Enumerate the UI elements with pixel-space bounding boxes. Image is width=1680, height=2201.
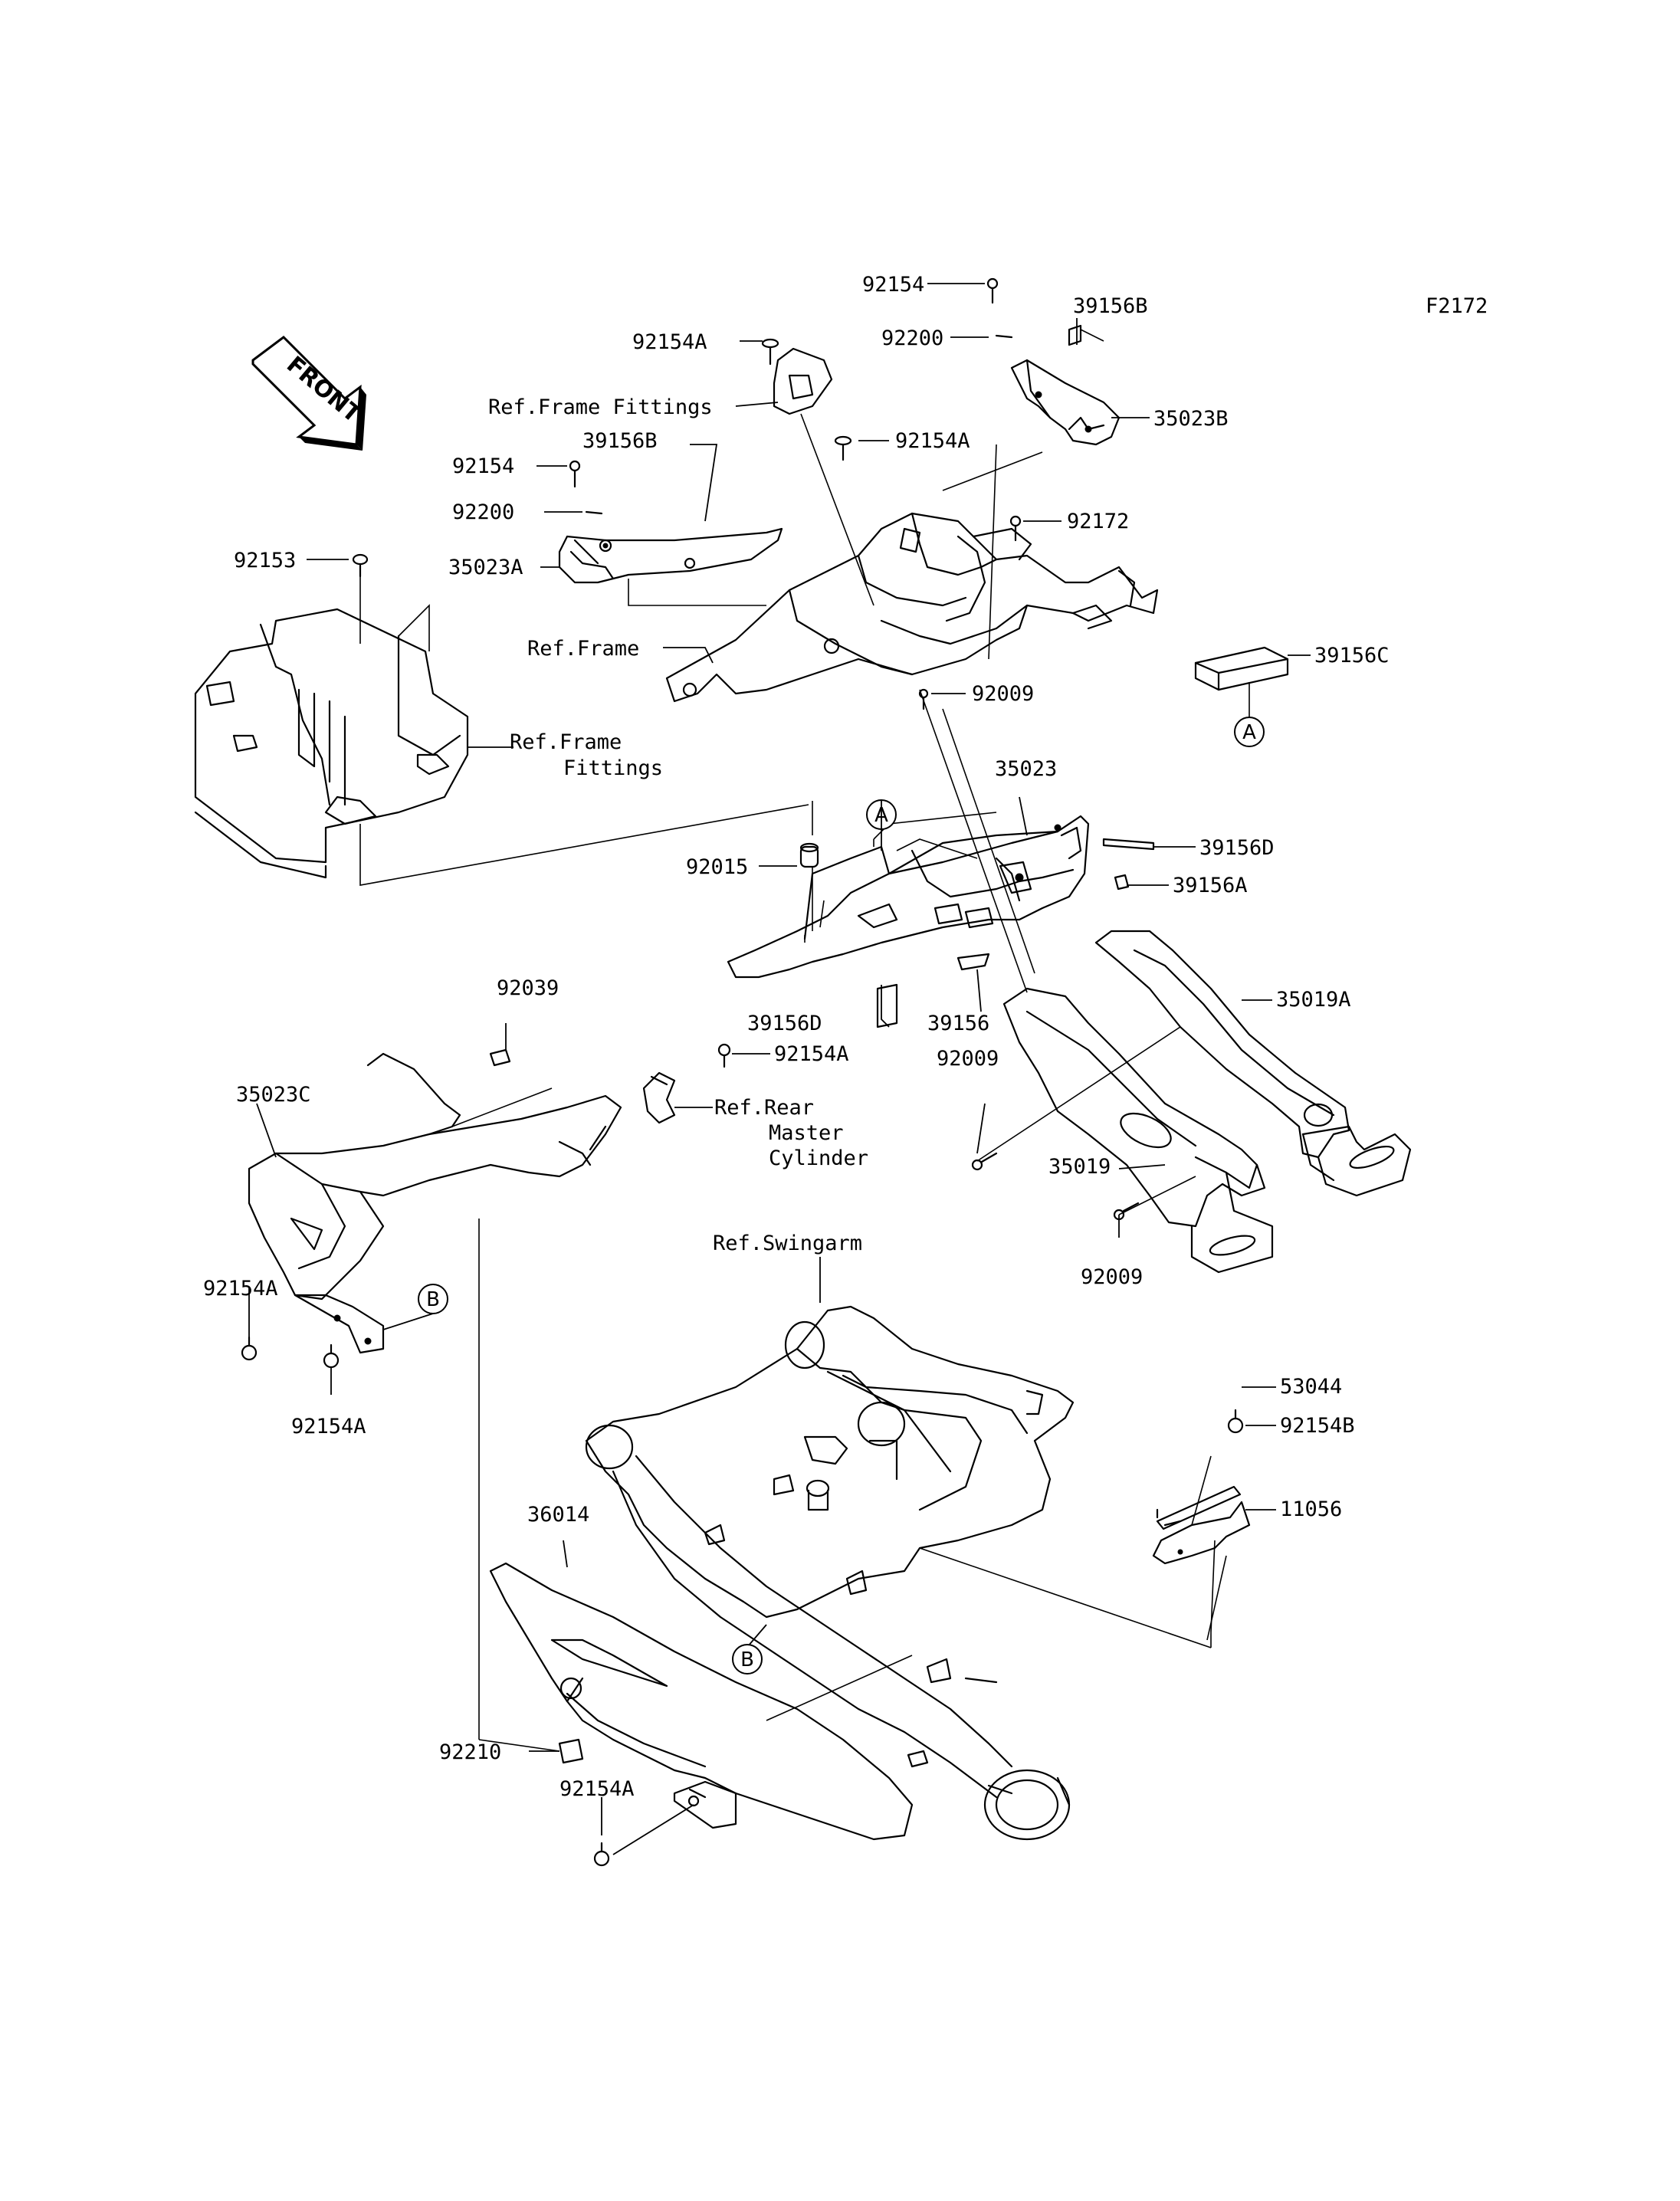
callout-label: Cylinder — [769, 1146, 868, 1170]
callout-label: 92200 — [881, 326, 943, 350]
diagram-code-label: F2172 — [1426, 294, 1488, 318]
seat-cowl-35023-part — [727, 815, 1090, 979]
frame-fittings-part — [194, 571, 809, 886]
callout-label: Fittings — [563, 756, 663, 780]
side-cover-35023A-part — [558, 527, 783, 584]
callout-label: 39156 — [927, 1012, 989, 1035]
screw-icon-04 — [569, 460, 581, 488]
callout-label: 53044 — [1280, 1375, 1342, 1399]
callout-label: 39156D — [1199, 836, 1275, 860]
rear-frame-part — [628, 451, 1159, 703]
callout-label: 92039 — [497, 976, 559, 1000]
callout-label: 35019 — [1048, 1155, 1111, 1179]
callout-label: 92154A — [559, 1777, 635, 1801]
callout-label: 92154A — [895, 429, 970, 453]
callout-label: Ref.Frame Fittings — [488, 395, 713, 419]
reference-marker-a-1: A — [1234, 717, 1265, 747]
callout-label: 39156B — [582, 429, 658, 453]
reference-marker-b-2: B — [732, 1644, 763, 1675]
screw-icon-08 — [717, 1043, 731, 1068]
callout-label: 35023 — [995, 757, 1057, 781]
callout-label: 92154 — [862, 273, 924, 297]
callout-label: 35019A — [1276, 988, 1351, 1012]
front-arrow-icon: FRONT — [251, 336, 366, 451]
screw-icon-05 — [1009, 515, 1022, 542]
callout-label: Ref.Rear — [714, 1096, 814, 1120]
screw-icon-02 — [761, 338, 779, 366]
screw-icon-03 — [834, 435, 852, 461]
callout-label: 92009 — [1081, 1265, 1143, 1289]
screw-icon-06 — [352, 553, 369, 578]
callout-label: 39156A — [1173, 874, 1248, 897]
callout-label: 92154A — [774, 1042, 849, 1066]
callout-label: 92154A — [203, 1277, 278, 1301]
callout-label: 92009 — [972, 682, 1034, 706]
callout-label: Ref.Swingarm — [713, 1232, 862, 1255]
callout-label: 92154B — [1280, 1414, 1355, 1438]
license-bracket-35019-part — [1002, 987, 1274, 1274]
callout-label: 92009 — [937, 1047, 999, 1071]
callout-label: 92154 — [452, 454, 514, 478]
side-cover-35023B-part — [1010, 324, 1121, 446]
callout-label: 92210 — [439, 1740, 501, 1764]
screw-icon-14 — [593, 1842, 610, 1867]
screw-icon-01 — [986, 277, 999, 304]
callout-label: 92200 — [452, 500, 514, 524]
callout-label: Ref.Frame — [510, 730, 622, 754]
marker-letter: B — [426, 1288, 440, 1311]
screw-icon-13 — [1227, 1409, 1244, 1434]
screw-icon-11 — [241, 1336, 258, 1361]
marker-letter: A — [1242, 721, 1256, 744]
callout-label: 36014 — [527, 1503, 589, 1527]
callout-label: 35023A — [448, 556, 523, 579]
callout-label: Master — [769, 1121, 844, 1145]
callout-label: 11056 — [1280, 1497, 1342, 1521]
screw-icon-12 — [323, 1343, 340, 1369]
callout-label: 92172 — [1067, 510, 1129, 533]
callout-labels: F2172 92154 39156B 92200 92154A 35023B R… — [203, 273, 1488, 1801]
leader-lines — [248, 283, 1311, 1855]
callout-label: Ref.Frame — [527, 637, 639, 661]
guide-lines — [812, 689, 1196, 1215]
callout-label: 92154A — [291, 1415, 366, 1438]
chain-guard-36014-part — [489, 1562, 914, 1841]
callout-label: 35023C — [236, 1083, 311, 1107]
frame-fittings-bracket-part — [773, 347, 997, 660]
callout-label: 92153 — [234, 549, 296, 572]
reference-marker-b-1: B — [418, 1284, 448, 1314]
callout-label: 39156D — [747, 1012, 822, 1035]
callout-label: 35023B — [1153, 407, 1229, 431]
swingarm-part — [585, 1305, 1212, 1841]
sensor-cover-11056-part — [1152, 1455, 1251, 1648]
marker-letter: B — [740, 1648, 754, 1671]
callout-label: 92154A — [632, 330, 707, 354]
callout-label: 39156B — [1073, 294, 1148, 318]
screw-icon-09 — [971, 1152, 998, 1171]
rear-fender-35023C-part — [248, 1052, 622, 1752]
callout-label: 92015 — [686, 855, 748, 879]
license-bracket-35019A-part — [1094, 930, 1412, 1197]
callout-label: 39156C — [1314, 644, 1390, 668]
